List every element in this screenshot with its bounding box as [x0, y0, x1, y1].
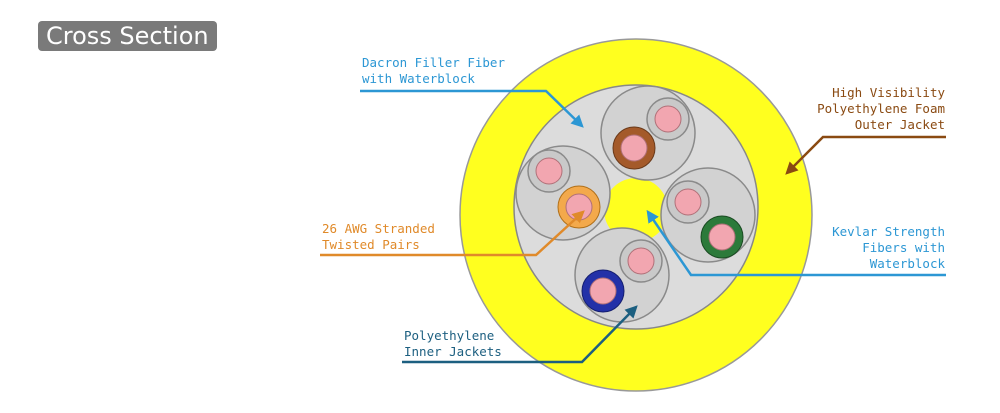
callout-kevlar: Kevlar Strength Fibers with Waterblock — [646, 209, 946, 277]
svg-text:Fibers with: Fibers with — [862, 240, 945, 255]
svg-text:Kevlar Strength: Kevlar Strength — [832, 224, 945, 239]
svg-text:Waterblock: Waterblock — [870, 256, 946, 271]
cross-section-title: Cross Section — [38, 21, 217, 51]
kevlar-fill — [604, 178, 668, 242]
pair-green — [660, 167, 756, 263]
svg-text:Outer Jacket: Outer Jacket — [855, 117, 945, 132]
svg-text:High Visibility: High Visibility — [832, 85, 945, 100]
pair-blue — [574, 227, 670, 323]
pair-orange — [515, 145, 611, 241]
svg-text:26 AWG Stranded: 26 AWG Stranded — [322, 221, 435, 236]
callout-outer-jacket: High Visibility Polyethylene Foam Outer … — [785, 85, 946, 175]
svg-text:Inner Jackets: Inner Jackets — [404, 344, 502, 359]
svg-text:Polyethylene: Polyethylene — [404, 328, 494, 343]
svg-text:with Waterblock: with Waterblock — [362, 71, 475, 86]
svg-text:Polyethylene Foam: Polyethylene Foam — [817, 101, 945, 116]
callout-dacron: Dacron Filler Fiber with Waterblock — [360, 55, 584, 128]
pair-brown — [600, 85, 696, 181]
svg-text:Dacron Filler Fiber: Dacron Filler Fiber — [362, 55, 505, 70]
callout-pairs: 26 AWG Stranded Twisted Pairs — [320, 210, 585, 257]
callout-inner-jackets: Polyethylene Inner Jackets — [402, 305, 638, 364]
svg-text:Twisted Pairs: Twisted Pairs — [322, 237, 420, 252]
